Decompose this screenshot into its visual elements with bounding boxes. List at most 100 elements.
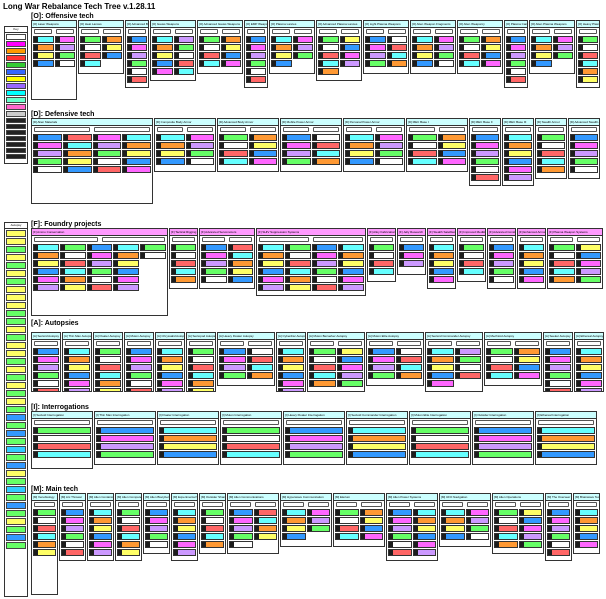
tech-unlock-tile[interactable]	[494, 541, 518, 548]
tech-unlock-tile[interactable]	[199, 52, 220, 59]
tech-unlock-tile[interactable]	[86, 244, 113, 251]
tech-unlock-tile[interactable]	[576, 372, 602, 379]
tech-unlock-tile[interactable]	[459, 268, 484, 275]
tech-unlock-tile[interactable]	[412, 549, 436, 556]
tech-unlock-tile[interactable]	[395, 348, 422, 355]
tech-unlock-tile[interactable]	[258, 244, 284, 251]
tech-unlock-tile[interactable]	[199, 60, 220, 67]
tech-unlock-tile[interactable]	[33, 435, 91, 442]
tech-box[interactable]: [M] Elerium	[333, 493, 385, 547]
tech-unlock-tile[interactable]	[253, 533, 277, 540]
tech-unlock-tile[interactable]	[309, 372, 336, 379]
tech-unlock-tile[interactable]	[157, 380, 183, 387]
tech-box[interactable]: [O] Advanced Gauss Weapons	[197, 20, 243, 74]
tech-unlock-tile[interactable]	[113, 276, 140, 283]
tech-unlock-tile[interactable]	[388, 533, 412, 540]
tech-unlock-tile[interactable]	[369, 268, 394, 275]
tech-unlock-tile[interactable]	[173, 60, 194, 67]
tech-unlock-tile[interactable]	[33, 158, 62, 165]
tech-unlock-tile[interactable]	[248, 134, 277, 141]
tech-unlock-tile[interactable]	[486, 348, 513, 355]
tech-unlock-tile[interactable]	[345, 158, 374, 165]
tech-unlock-tile[interactable]	[513, 356, 540, 363]
tech-unlock-tile[interactable]	[33, 427, 91, 434]
tech-unlock-tile[interactable]	[278, 356, 304, 363]
tech-unlock-tile[interactable]	[229, 533, 253, 540]
tech-unlock-tile[interactable]	[374, 134, 403, 141]
tech-unlock-tile[interactable]	[576, 388, 602, 391]
tech-unlock-tile[interactable]	[576, 356, 602, 363]
tech-unlock-tile[interactable]	[348, 443, 406, 450]
tech-unlock-tile[interactable]	[395, 356, 422, 363]
tech-unlock-tile[interactable]	[126, 388, 152, 391]
tech-unlock-tile[interactable]	[222, 451, 280, 458]
tech-unlock-tile[interactable]	[80, 36, 101, 43]
tech-unlock-tile[interactable]	[318, 44, 339, 51]
tech-unlock-tile[interactable]	[338, 284, 364, 291]
tech-box[interactable]: [A] Thin Man Autopsy	[62, 332, 92, 392]
tech-unlock-tile[interactable]	[33, 541, 56, 548]
tech-unlock-tile[interactable]	[258, 268, 284, 275]
tech-unlock-tile[interactable]	[61, 549, 84, 556]
tech-unlock-tile[interactable]	[127, 52, 147, 59]
tech-unlock-tile[interactable]	[173, 36, 194, 43]
tech-unlock-tile[interactable]	[318, 68, 339, 75]
tech-box[interactable]: [O] Light Plasma Weapons	[363, 20, 409, 74]
tech-unlock-tile[interactable]	[173, 52, 194, 59]
tech-unlock-tile[interactable]	[117, 549, 140, 556]
tech-unlock-tile[interactable]	[474, 451, 532, 458]
tech-unlock-tile[interactable]	[33, 166, 62, 173]
tech-unlock-tile[interactable]	[95, 380, 121, 387]
tech-unlock-tile[interactable]	[156, 142, 185, 149]
tech-unlock-tile[interactable]	[411, 443, 469, 450]
tech-unlock-tile[interactable]	[537, 451, 595, 458]
tech-unlock-tile[interactable]	[201, 517, 224, 524]
tech-unlock-tile[interactable]	[173, 541, 196, 548]
tech-box[interactable]: [A] Floater Autopsy	[93, 332, 123, 392]
tech-unlock-tile[interactable]	[117, 541, 140, 548]
tech-unlock-tile[interactable]	[575, 509, 598, 516]
tech-unlock-tile[interactable]	[127, 36, 147, 43]
tech-unlock-tile[interactable]	[159, 451, 217, 458]
tech-unlock-tile[interactable]	[246, 372, 273, 379]
tech-box[interactable]: [D] Stealth Armor	[535, 118, 567, 179]
tech-box[interactable]: [D] MEC Base I	[406, 118, 468, 172]
tech-box[interactable]: [M] UFO Navigation	[439, 493, 491, 547]
tech-unlock-tile[interactable]	[126, 380, 152, 387]
tech-unlock-tile[interactable]	[545, 364, 571, 371]
tech-box[interactable]: [M] Xenobiology	[31, 493, 58, 595]
tech-unlock-tile[interactable]	[33, 252, 59, 259]
tech-unlock-tile[interactable]	[408, 134, 437, 141]
tech-unlock-tile[interactable]	[127, 60, 147, 67]
tech-unlock-tile[interactable]	[33, 348, 59, 355]
tech-unlock-tile[interactable]	[54, 36, 75, 43]
tech-unlock-tile[interactable]	[519, 276, 544, 283]
tech-unlock-tile[interactable]	[465, 509, 489, 516]
tech-unlock-tile[interactable]	[95, 348, 121, 355]
tech-unlock-tile[interactable]	[92, 166, 122, 173]
tech-unlock-tile[interactable]	[278, 380, 304, 387]
tech-unlock-tile[interactable]	[547, 549, 570, 556]
tech-unlock-tile[interactable]	[33, 60, 54, 67]
tech-unlock-tile[interactable]	[388, 517, 412, 524]
tech-unlock-tile[interactable]	[92, 134, 122, 141]
tech-unlock-tile[interactable]	[33, 451, 91, 458]
tech-unlock-tile[interactable]	[220, 52, 241, 59]
tech-box[interactable]: [M] Hyperwave Communication	[280, 493, 332, 547]
tech-box[interactable]: [F] Tactical Rigging	[169, 228, 198, 289]
tech-unlock-tile[interactable]	[140, 244, 166, 251]
tech-unlock-tile[interactable]	[171, 244, 196, 251]
tech-unlock-tile[interactable]	[437, 142, 466, 149]
tech-unlock-tile[interactable]	[157, 348, 183, 355]
tech-unlock-tile[interactable]	[219, 134, 248, 141]
tech-unlock-tile[interactable]	[227, 260, 253, 267]
tech-box[interactable]: [A] Muton Autopsy	[124, 332, 154, 392]
tech-unlock-tile[interactable]	[258, 276, 284, 283]
tech-unlock-tile[interactable]	[465, 533, 489, 540]
tech-unlock-tile[interactable]	[145, 525, 168, 532]
tech-unlock-tile[interactable]	[504, 142, 532, 149]
tech-unlock-tile[interactable]	[282, 525, 306, 532]
tech-unlock-tile[interactable]	[33, 364, 59, 371]
tech-unlock-tile[interactable]	[284, 252, 311, 259]
tech-unlock-tile[interactable]	[95, 364, 121, 371]
